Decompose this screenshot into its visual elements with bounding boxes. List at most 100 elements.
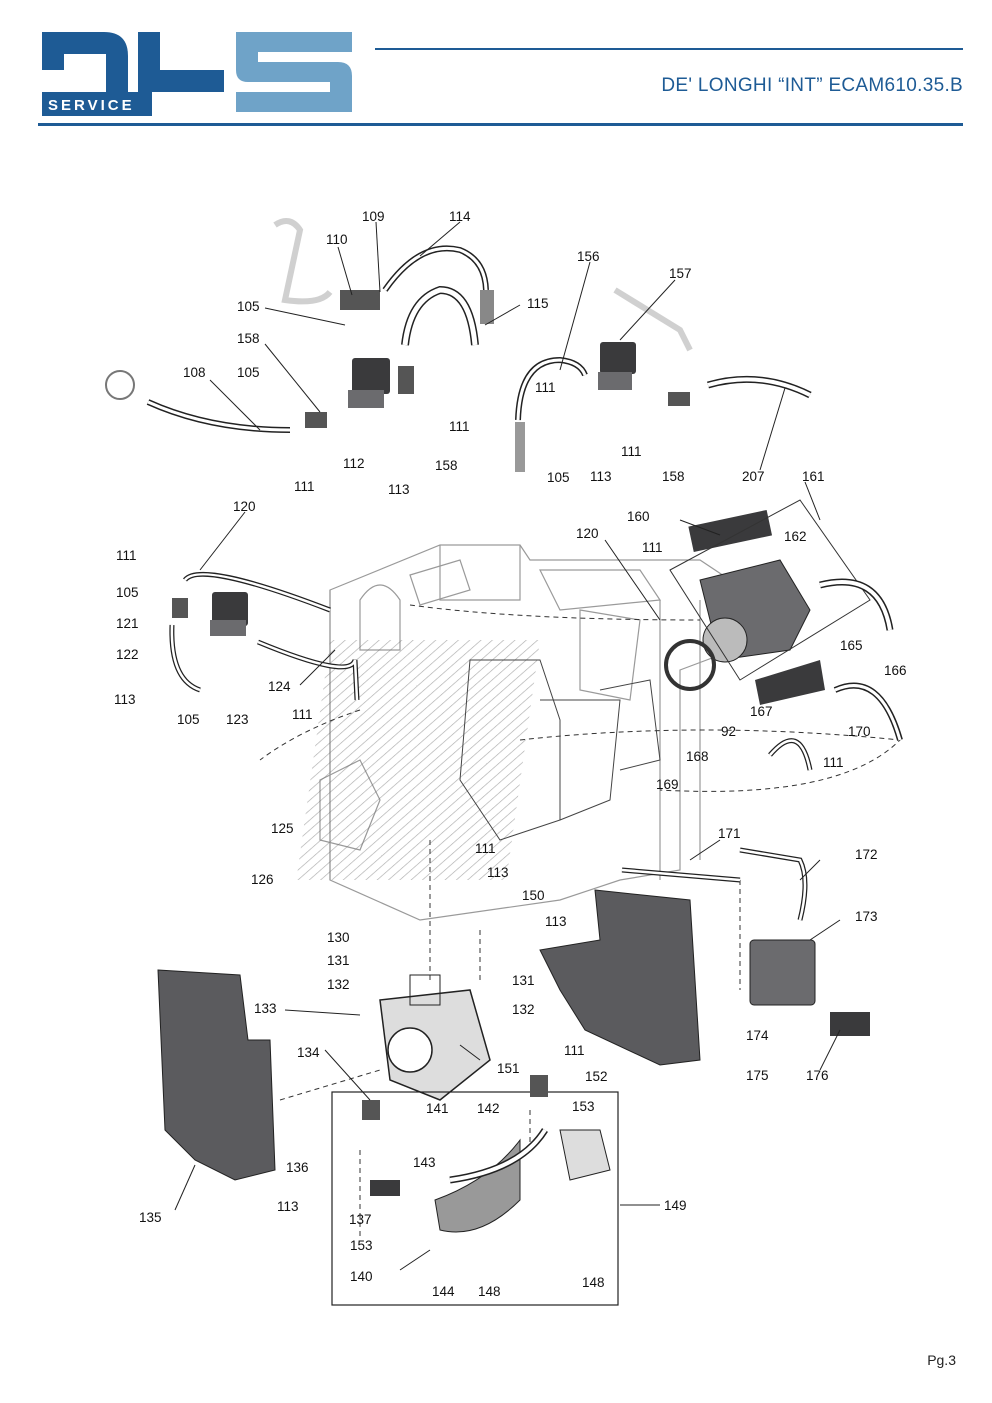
callout: 111 [294, 479, 315, 494]
callout: 126 [251, 872, 274, 887]
internal-structure [296, 640, 541, 880]
callout: 112 [343, 456, 365, 471]
callout: 136 [286, 1160, 309, 1175]
callout: 130 [327, 930, 350, 945]
callout: 132 [327, 977, 350, 992]
logo-letter-l [138, 32, 224, 92]
callout: 207 [742, 469, 765, 484]
callout: 113 [114, 692, 136, 707]
callout: 111 [449, 419, 470, 434]
callout: 176 [806, 1068, 829, 1083]
callout: 113 [545, 914, 567, 929]
callout: 158 [237, 331, 260, 346]
callout: 111 [621, 444, 642, 459]
callout: 167 [750, 704, 773, 719]
callout: 135 [139, 1210, 162, 1225]
callout: 151 [497, 1061, 520, 1076]
callout: 131 [512, 973, 535, 988]
callout: 150 [522, 888, 545, 903]
mid-left-valve-group [169, 571, 360, 701]
callout: 161 [802, 469, 825, 484]
callout-labels: 109 110 114 105 158 115 156 157 108 105 … [114, 209, 907, 1299]
callout: 170 [848, 724, 871, 739]
callout: 171 [718, 826, 741, 841]
callout: 105 [237, 365, 260, 380]
callout: 124 [268, 679, 291, 694]
callout: 141 [426, 1101, 449, 1116]
callout: 109 [362, 209, 385, 224]
side-panel [157, 969, 276, 1181]
callout: 111 [475, 841, 496, 856]
flowmeter [830, 1012, 870, 1036]
callout: 113 [487, 865, 509, 880]
callout: 173 [855, 909, 878, 924]
document-title: DE' LONGHI “INT” ECAM610.35.B [661, 75, 963, 96]
callout: 105 [177, 712, 200, 727]
logo-letter-s [236, 32, 352, 112]
callout: 148 [478, 1284, 501, 1299]
service-label: SERVICE [48, 97, 135, 114]
top-left-valve-group [105, 218, 525, 472]
callout: 133 [254, 1001, 277, 1016]
callout: 158 [435, 458, 458, 473]
page-header: SERVICE DE' LONGHI “INT” ECAM610.35.B [0, 0, 992, 140]
callout: 120 [576, 526, 599, 541]
callout: 158 [662, 469, 685, 484]
callout: 111 [116, 548, 137, 563]
callout: 122 [116, 647, 139, 662]
callout: 143 [413, 1155, 436, 1170]
callout: 113 [388, 482, 410, 497]
callout: 166 [884, 663, 907, 678]
callout: 169 [656, 777, 679, 792]
drip-tray-assembly [539, 889, 701, 1066]
callout: 111 [823, 755, 844, 770]
callout: 153 [350, 1238, 373, 1253]
header-rule-top [375, 48, 963, 50]
callout: 134 [297, 1045, 320, 1060]
page-number: Pg.3 [927, 1352, 956, 1368]
callout: 153 [572, 1099, 595, 1114]
callout: 148 [582, 1275, 605, 1290]
callout: 157 [669, 266, 692, 281]
callout: 149 [664, 1198, 687, 1213]
callout: 142 [477, 1101, 500, 1116]
callout: 174 [746, 1028, 769, 1043]
callout: 114 [449, 209, 471, 224]
callout: 132 [512, 1002, 535, 1017]
callout: 111 [292, 707, 313, 722]
callout: 111 [642, 540, 663, 555]
callout: 125 [271, 821, 294, 836]
callout: 120 [233, 499, 256, 514]
steam-wand-assembly [362, 1075, 611, 1233]
callout: 160 [627, 509, 650, 524]
callout: 165 [840, 638, 863, 653]
callout: 137 [349, 1212, 372, 1227]
callout: 162 [784, 529, 807, 544]
callout: 113 [590, 469, 612, 484]
callout: 108 [183, 365, 206, 380]
callout: 123 [226, 712, 249, 727]
exploded-parts-diagram: 109 110 114 105 158 115 156 157 108 105 … [105, 209, 907, 1306]
pump [749, 939, 816, 1006]
dls-logo: SERVICE [42, 32, 352, 116]
callout: 140 [350, 1269, 373, 1284]
callout: 105 [547, 470, 570, 485]
callout: 105 [237, 299, 260, 314]
callout: 92 [721, 724, 736, 739]
callout: 111 [535, 380, 556, 395]
callout: 156 [577, 249, 600, 264]
callout: 111 [564, 1043, 585, 1058]
callout: 121 [116, 616, 139, 631]
callout: 113 [277, 1199, 299, 1214]
callout: 172 [855, 847, 878, 862]
callout: 152 [585, 1069, 608, 1084]
callout: 115 [527, 296, 549, 311]
top-right-valve-group [515, 287, 812, 421]
header-rule-bottom [38, 123, 963, 126]
dashed-connectors [259, 604, 902, 1240]
gear-assembly [664, 499, 903, 771]
leader-lines [174, 221, 841, 1271]
callout: 175 [746, 1068, 769, 1083]
callout: 131 [327, 953, 350, 968]
callout: 110 [326, 232, 348, 247]
